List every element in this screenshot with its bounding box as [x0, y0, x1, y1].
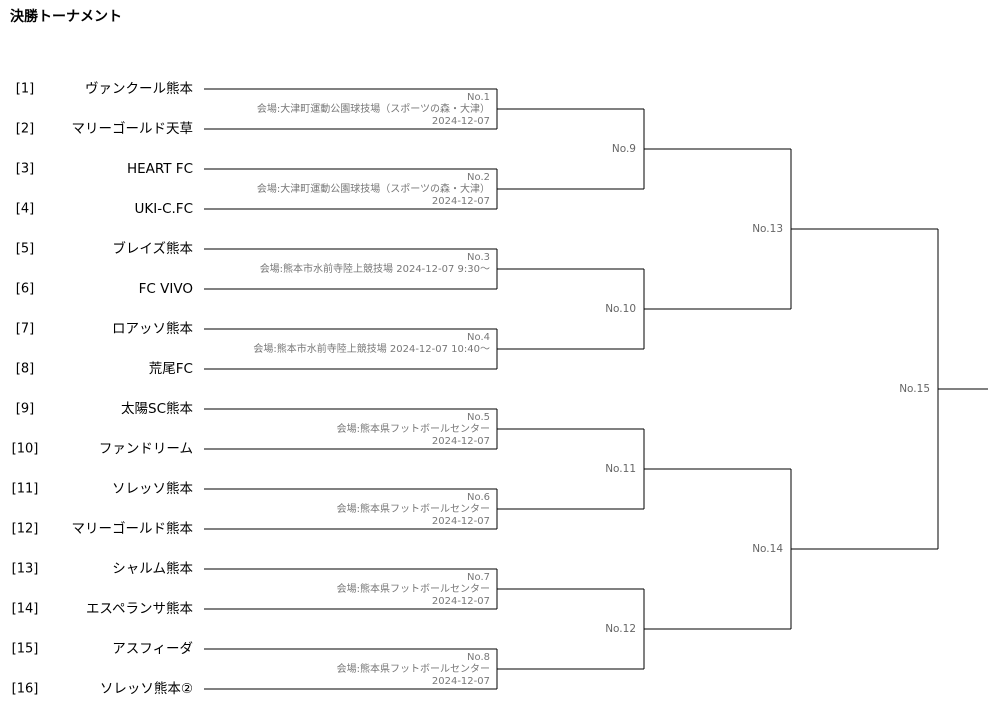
- team-seed: [7]: [16, 322, 34, 337]
- match-number: No.8: [467, 652, 490, 663]
- match-date: 2024-12-07: [432, 116, 490, 127]
- team-name: ロアッソ熊本: [112, 321, 193, 337]
- match-number: No.11: [605, 463, 636, 475]
- team-seed: [8]: [16, 362, 34, 377]
- team-name: UKI-C.FC: [135, 201, 194, 217]
- match-date: 2024-12-07: [432, 596, 490, 607]
- final-match-number: No.15: [899, 383, 930, 395]
- match-date: 2024-12-07: [432, 196, 490, 207]
- team-name: アスフィーダ: [112, 641, 193, 657]
- match-venue: 会場:大津町運動公園球技場（スポーツの森・大津）: [257, 102, 490, 115]
- match-number: No.6: [467, 492, 490, 503]
- team-name: ソレッソ熊本②: [100, 681, 193, 697]
- team-name: FC VIVO: [139, 281, 193, 297]
- team-name: ソレッソ熊本: [112, 481, 193, 497]
- team-name: ヴァンクール熊本: [85, 80, 193, 97]
- match-number: No.12: [605, 623, 636, 635]
- team-name: 太陽SC熊本: [121, 401, 193, 417]
- match-venue: 会場:熊本県フットボールセンター: [337, 662, 490, 675]
- team-seed: [16]: [12, 682, 39, 697]
- match-number: No.2: [467, 172, 490, 183]
- team-name: エスペランサ熊本: [86, 601, 194, 617]
- match-number: No.14: [752, 543, 783, 555]
- team-seed: [5]: [16, 242, 34, 257]
- match-venue: 会場:熊本県フットボールセンター: [337, 502, 490, 515]
- team-name: HEART FC: [127, 161, 193, 177]
- match-number: No.10: [605, 303, 636, 315]
- match-date: 2024-12-07: [432, 676, 490, 687]
- match-venue: 会場:大津町運動公園球技場（スポーツの森・大津）: [257, 182, 490, 195]
- team-name: マリーゴールド天草: [72, 120, 194, 137]
- match-number: No.13: [752, 223, 783, 235]
- team-seed: [6]: [16, 282, 34, 297]
- match-number: No.4: [467, 332, 490, 343]
- team-name: ファンドリーム: [99, 441, 193, 457]
- match-venue: 会場:熊本県フットボールセンター: [337, 422, 490, 435]
- team-seed: [12]: [12, 522, 39, 537]
- match-date: 2024-12-07: [432, 516, 490, 527]
- team-name: マリーゴールド熊本: [72, 520, 194, 537]
- match-date: 2024-12-07: [432, 436, 490, 447]
- page-title: 決勝トーナメント: [10, 9, 122, 25]
- team-name: 荒尾FC: [149, 361, 193, 377]
- match-number: No.1: [467, 92, 490, 103]
- match-venue: 会場:熊本市水前寺陸上競技場 2024-12-07 9:30〜: [260, 262, 490, 275]
- match-venue: 会場:熊本市水前寺陸上競技場 2024-12-07 10:40〜: [253, 342, 490, 355]
- team-seed: [15]: [12, 642, 39, 657]
- team-seed: [9]: [16, 402, 34, 417]
- team-seed: [4]: [16, 202, 34, 217]
- match-venue: 会場:熊本県フットボールセンター: [337, 582, 490, 595]
- team-seed: [11]: [12, 482, 39, 497]
- match-number: No.5: [467, 412, 490, 423]
- team-seed: [2]: [16, 122, 34, 137]
- team-seed: [14]: [12, 602, 39, 617]
- match-number: No.9: [612, 143, 636, 155]
- team-seed: [13]: [12, 562, 39, 577]
- team-name: ブレイズ熊本: [112, 240, 193, 257]
- team-seed: [3]: [16, 162, 34, 177]
- team-seed: [10]: [12, 442, 39, 457]
- team-name: シャルム熊本: [112, 561, 193, 577]
- match-number: No.3: [467, 252, 490, 263]
- team-seed: [1]: [16, 82, 34, 97]
- match-number: No.7: [467, 572, 490, 583]
